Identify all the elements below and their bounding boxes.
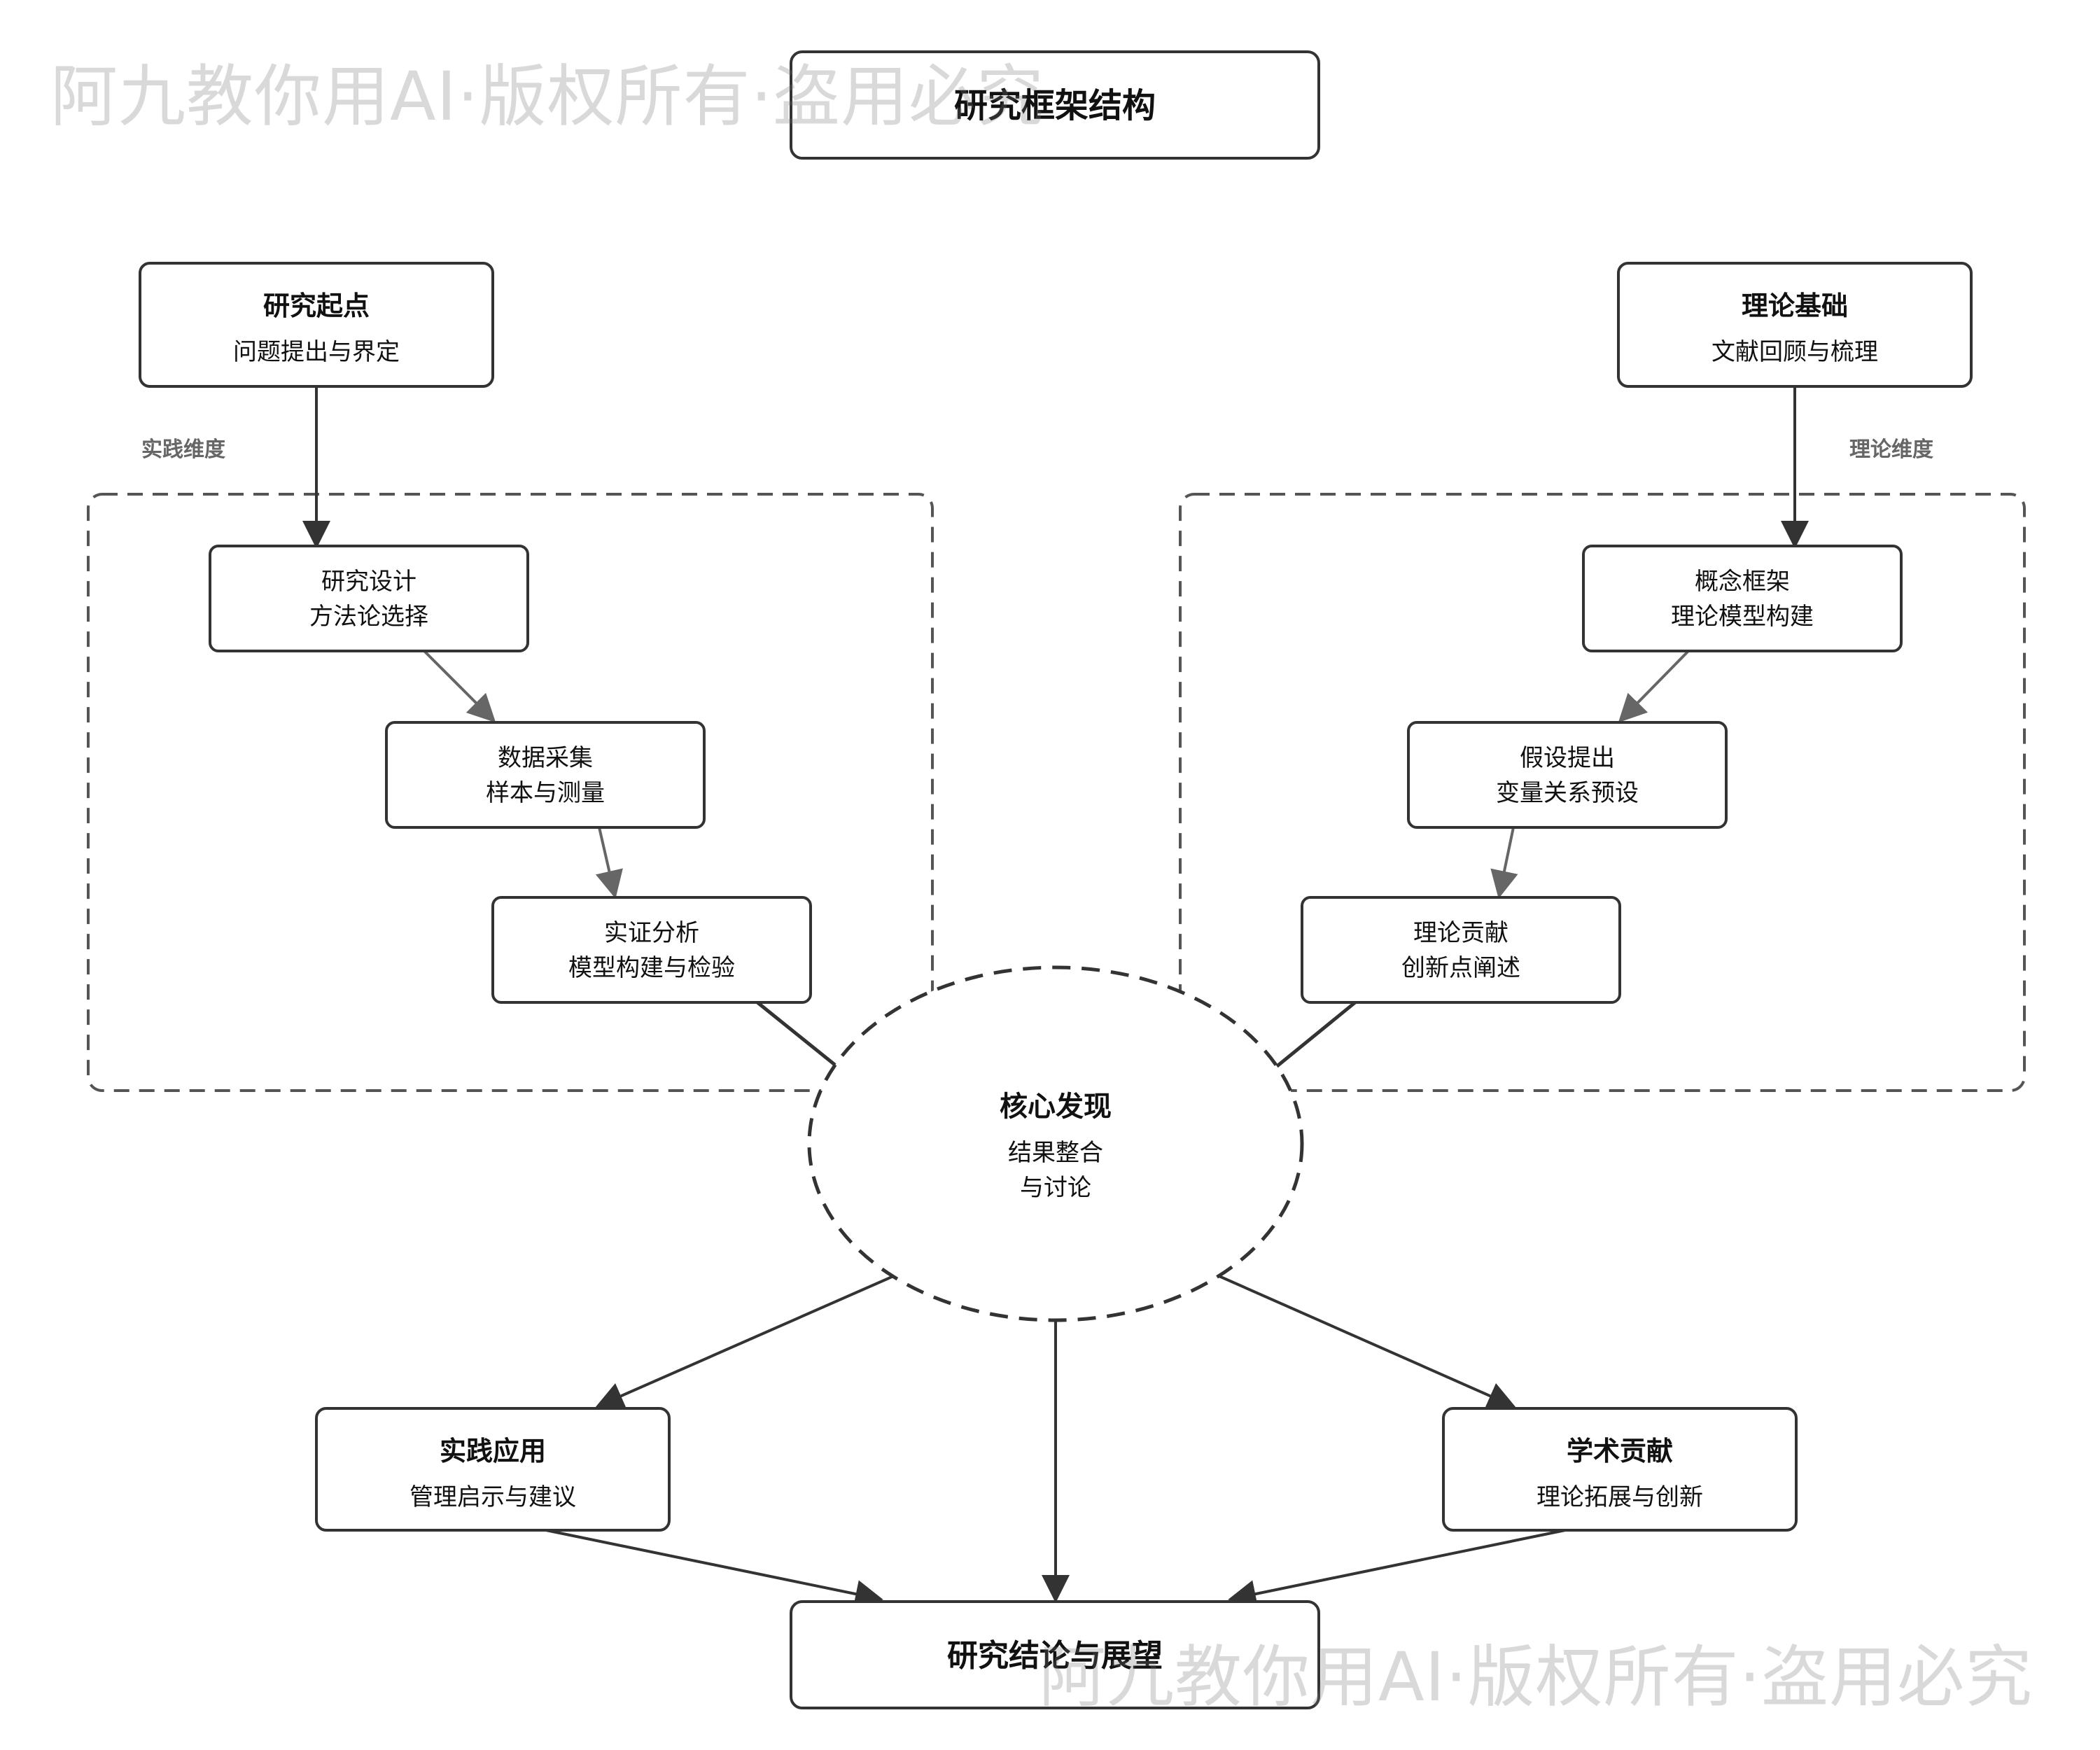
node-research-start-subtitle: 问题提出与界定 (233, 338, 400, 366)
node-data-collection: 数据采集 样本与测量 (385, 721, 706, 829)
node-research-design-line2: 方法论选择 (309, 603, 428, 631)
theory-group-label: 理论维度 (1849, 438, 1933, 462)
node-research-start: 研究起点 问题提出与界定 (139, 262, 494, 388)
node-theory-base: 理论基础 文献回顾与梳理 (1617, 262, 1973, 388)
node-theory-base-subtitle: 文献回顾与梳理 (1712, 338, 1878, 366)
node-research-design: 研究设计 方法论选择 (209, 545, 529, 652)
node-data-collection-line1: 数据采集 (498, 744, 593, 772)
node-academic-contribution-subtitle: 理论拓展与创新 (1536, 1483, 1703, 1511)
watermark-bottom-right: 阿九教你用AI·版权所有·盗用必究 (1039, 1638, 2033, 1716)
edge-practice-app-to-conclusion (545, 1529, 883, 1608)
edge-core-to-practice-app (595, 1266, 915, 1409)
node-academic-contribution: 学术贡献 理论拓展与创新 (1442, 1407, 1798, 1532)
node-empirical-analysis-line2: 模型构建与检验 (568, 954, 735, 982)
node-empirical-analysis-line1: 实证分析 (604, 919, 699, 947)
node-concept-framework-line1: 概念框架 (1695, 568, 1790, 596)
edge-concept-to-hypo (1618, 650, 1690, 723)
node-conclusion: 研究结论与展望 (790, 1600, 1320, 1709)
edge-core-to-academic (1198, 1266, 1516, 1409)
node-concept-framework-line2: 理论模型构建 (1671, 603, 1814, 631)
edge-collect-to-analysis (595, 827, 623, 899)
node-empirical-analysis: 实证分析 模型构建与检验 (491, 896, 812, 1004)
node-practice-application: 实践应用 管理启示与建议 (315, 1407, 671, 1532)
node-concept-framework: 概念框架 理论模型构建 (1582, 545, 1903, 652)
node-hypothesis-line1: 假设提出 (1520, 744, 1615, 772)
node-core-findings: 核心发现 结果整合 与讨论 (807, 965, 1304, 1322)
theory-group-box (1179, 493, 2026, 1092)
node-practice-application-subtitle: 管理启示与建议 (410, 1483, 576, 1511)
node-practice-application-title: 实践应用 (440, 1436, 546, 1466)
node-core-findings-line1: 结果整合 (1008, 1139, 1103, 1167)
node-theory-base-title: 理论基础 (1742, 290, 1848, 321)
node-academic-contribution-title: 学术贡献 (1567, 1436, 1673, 1466)
node-hypothesis-line2: 变量关系预设 (1496, 779, 1639, 807)
diagram-title: 研究框架结构 (954, 86, 1156, 125)
node-core-findings-title: 核心发现 (1000, 1091, 1112, 1123)
node-research-design-line1: 研究设计 (321, 568, 416, 596)
edge-academic-to-conclusion (1228, 1529, 1566, 1608)
node-theory-contribution-line2: 创新点阐述 (1401, 954, 1520, 982)
watermark-top-left: 阿九教你用AI·版权所有·盗用必究 (50, 57, 1045, 136)
practice-group-box (87, 493, 934, 1092)
node-hypothesis: 假设提出 变量关系预设 (1407, 721, 1728, 829)
title-node: 研究框架结构 (790, 50, 1320, 160)
edge-design-to-collect (423, 650, 496, 723)
edge-hypo-to-contrib (1490, 827, 1518, 899)
node-theory-contribution-line1: 理论贡献 (1413, 919, 1508, 947)
practice-group-label: 实践维度 (141, 438, 225, 462)
node-research-start-title: 研究起点 (263, 290, 370, 321)
node-theory-contribution: 理论贡献 创新点阐述 (1301, 896, 1621, 1004)
node-conclusion-title: 研究结论与展望 (947, 1638, 1163, 1674)
node-core-findings-line2: 与讨论 (1020, 1174, 1091, 1202)
node-data-collection-line2: 样本与测量 (486, 779, 605, 807)
